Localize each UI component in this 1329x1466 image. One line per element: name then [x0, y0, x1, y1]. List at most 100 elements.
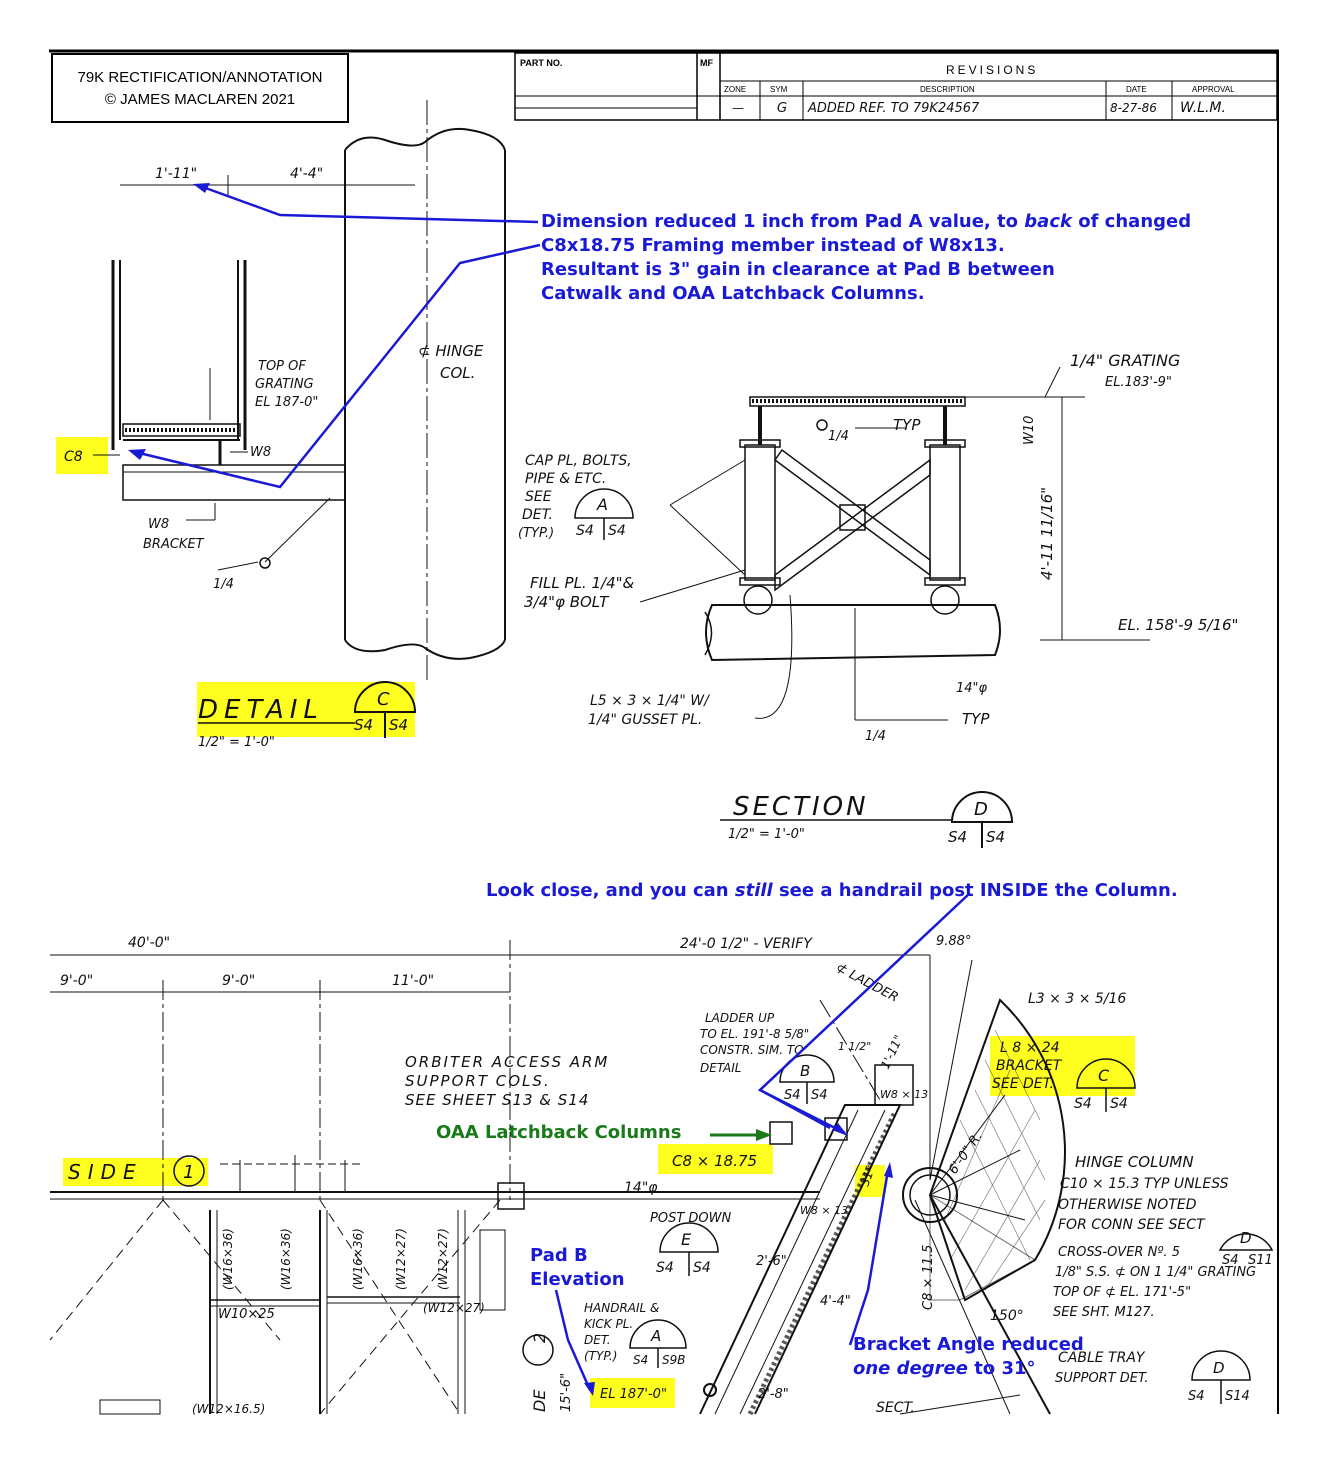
elev-side-dim: 15'-6" — [559, 1373, 574, 1412]
detail-c — [93, 100, 506, 680]
handrail-letter: A — [650, 1327, 661, 1345]
top-grating-2: GRATING — [255, 377, 314, 392]
section-d — [639, 366, 1150, 721]
top-grating-3: EL 187-0" — [255, 395, 318, 410]
hinge-column-3: OTHERWISE NOTED — [1058, 1197, 1197, 1213]
section-sheet-1: S4 — [948, 828, 967, 846]
plan-dim-11: 11'-0" — [392, 973, 434, 989]
cable-tray-2: SUPPORT DET. — [1055, 1371, 1149, 1386]
w-label-3: (W16×36) — [351, 1228, 365, 1290]
elevation-label: EL. 158'-9 5/16" — [1118, 616, 1238, 634]
hinge-column-1: HINGE COLUMN — [1075, 1153, 1194, 1171]
detail-sheet-1: S4 — [354, 716, 373, 734]
tray-sheet-1: S4 — [1188, 1389, 1205, 1404]
w8-13-mid: W8 × 13 — [800, 1204, 848, 1217]
bracket-note-line-2: one degree to 31° — [853, 1358, 1036, 1379]
w8-bracket-1: W8 — [148, 517, 169, 532]
handrail-note: Look close, and you can still see a hand… — [486, 880, 1178, 901]
bottom-weld: 1/4 — [865, 729, 886, 744]
revisions-heading: REVISIONS — [946, 63, 1038, 77]
crossover-4: SEE SHT. M127. — [1053, 1305, 1155, 1320]
cap-letter: A — [596, 495, 608, 514]
highlight-detail-c — [197, 682, 415, 737]
orbiter-3: SEE SHEET S13 & S14 — [405, 1091, 589, 1109]
height-label: 4'-11 11/16" — [1038, 487, 1056, 580]
l-top-label: L3 × 3 × 5/16 — [1028, 991, 1126, 1007]
deg-150: 150° — [990, 1308, 1024, 1324]
rev-zone: — — [732, 101, 744, 115]
w-label-5: (W12×27) — [436, 1228, 450, 1290]
rev-date: 8-27-86 — [1110, 101, 1157, 115]
highlight-bracket — [990, 1036, 1135, 1096]
rev-sym: G — [777, 101, 787, 116]
bracket-note: Bracket Angle reduced one degree to 31° — [853, 1333, 1084, 1381]
w-label-1: (W16×36) — [221, 1228, 235, 1290]
handrail-1: HANDRAIL & — [584, 1301, 659, 1315]
plan-dim-24: 24'-0 1/2" - VERIFY — [680, 936, 813, 952]
bracket-sheet-1: S4 — [1074, 1096, 1092, 1112]
detail-letter: C — [377, 689, 390, 710]
zone-label: ZONE — [724, 85, 746, 94]
revisions-block: PART NO. MF REVISIONS ZONE SYM DESCRIPTI… — [514, 52, 1278, 121]
part-no-label: PART NO. — [520, 58, 562, 68]
elev-side-text: DE — [530, 1389, 549, 1412]
handrail-sheet-2: S9B — [662, 1353, 685, 1367]
post-sheet-2: S4 — [693, 1260, 711, 1276]
dimension-note-line-2: C8x18.75 Framing member instead of W8x13… — [541, 235, 1005, 256]
ladder-sheet-2: S4 — [811, 1088, 828, 1103]
cap-pl-1: CAP PL, BOLTS, — [525, 453, 632, 469]
pad-b-line-1: Pad B — [530, 1245, 588, 1266]
pad-b-label: Pad B Elevation — [530, 1244, 625, 1292]
plan-w8-13-top: W8 × 13 — [880, 1088, 928, 1101]
section-scale: 1/2" = 1'-0" — [728, 827, 805, 842]
orbiter-2: SUPPORT COLS. — [405, 1072, 551, 1090]
cap-sheet-2: S4 — [608, 523, 626, 539]
plan-dim-1-1-2: 1 1/2" — [838, 1040, 871, 1053]
detail-sheet-2: S4 — [389, 716, 408, 734]
highlight-c8-1875 — [658, 1144, 773, 1174]
mf-label: MF — [700, 58, 713, 68]
c8-115-label: C8 × 11.5 — [921, 1245, 936, 1310]
tray-letter: D — [1213, 1359, 1225, 1377]
bottom-typ: TYP — [962, 710, 990, 728]
post-down: POST DOWN — [650, 1211, 731, 1226]
ladder-up-4: DETAIL — [700, 1061, 741, 1075]
plan-dim-2-6: 2'-6" — [756, 1254, 787, 1269]
plan-dim-9a: 9'-0" — [60, 973, 93, 989]
detail-title: DETAIL — [198, 695, 324, 725]
rev-description: ADDED REF. TO 79K24567 — [807, 101, 980, 116]
grating-1: 1/4" GRATING — [1070, 351, 1180, 370]
w-label-6: W10×25 — [218, 1307, 275, 1322]
dimension-note: Dimension reduced 1 inch from Pad A valu… — [541, 210, 1191, 306]
crossover-1: CROSS-OVER Nº. 5 — [1058, 1245, 1180, 1260]
el-187: EL 187'-0" — [600, 1387, 667, 1402]
bracket-3: SEE DET. — [992, 1076, 1054, 1092]
handrail-2: KICK PL. — [584, 1317, 633, 1331]
angle-1: L5 × 3 × 1/4" W/ — [590, 693, 710, 709]
hinge-sheet-2: S11 — [1248, 1253, 1273, 1268]
w-label-8: (W12×16.5) — [192, 1402, 265, 1416]
title-line-1: 79K RECTIFICATION/ANNOTATION — [77, 69, 323, 86]
ladder-sheet-1: S4 — [784, 1088, 801, 1103]
description-label: DESCRIPTION — [920, 85, 975, 94]
w10-label: W10 — [1022, 416, 1037, 445]
hinge-col-1: ⊄ HINGE — [418, 342, 484, 360]
plan-dim-40: 40'-0" — [128, 935, 170, 951]
highlight-el-187 — [590, 1378, 675, 1408]
sym-label: SYM — [770, 85, 788, 94]
plan-dim-9b: 9'-0" — [222, 973, 255, 989]
side-num: 1 — [183, 1162, 194, 1183]
top-grating-1: TOP OF — [258, 359, 306, 374]
w8-bracket-2: BRACKET — [143, 537, 205, 552]
c8-1875-label: C8 × 18.75 — [672, 1152, 757, 1170]
orbiter-1: ORBITER ACCESS ARM — [405, 1053, 609, 1071]
hinge-col-2: COL. — [440, 364, 475, 382]
cap-sheet-1: S4 — [576, 523, 594, 539]
bracket-letter: C — [1098, 1066, 1110, 1085]
bracket-1: L 8 × 24 — [1000, 1040, 1060, 1056]
sector-hatch — [944, 1029, 1046, 1291]
w-label-4: (W12×27) — [394, 1228, 408, 1290]
detail-dim-4-4: 4'-4" — [290, 166, 323, 182]
sect-label: SECT. — [876, 1400, 915, 1416]
plan-dim-4-4: 4'-4" — [820, 1294, 851, 1309]
